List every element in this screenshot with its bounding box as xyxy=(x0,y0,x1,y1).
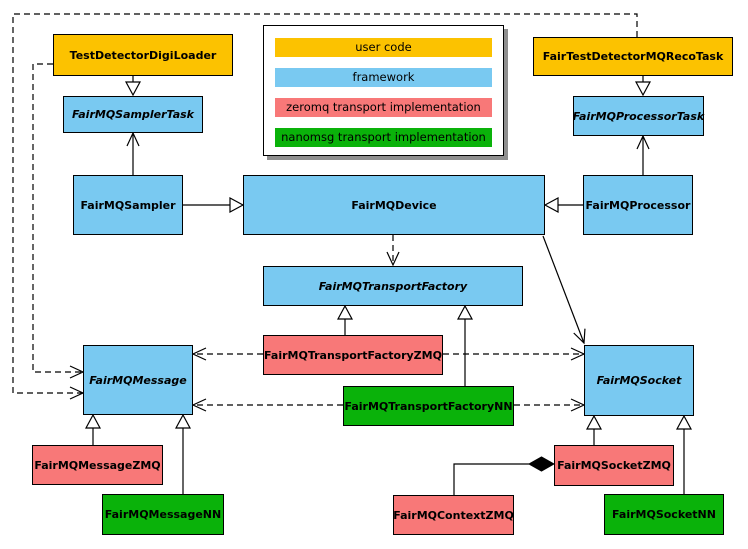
class-node-FairMQTransportFactory: FairMQTransportFactory xyxy=(263,266,523,306)
class-node-label: FairMQContextZMQ xyxy=(393,508,514,522)
class-node-FairMQSocketZMQ: FairMQSocketZMQ xyxy=(554,445,674,486)
class-node-label: FairMQSocketNN xyxy=(612,508,716,521)
class-node-FairMQSampler: FairMQSampler xyxy=(73,175,183,235)
class-node-label: FairMQSampler xyxy=(80,198,176,212)
class-node-FairMQSocket: FairMQSocket xyxy=(584,345,694,416)
edge-FairMQDevice-to-FairMQTransportFactory xyxy=(386,235,400,267)
class-node-label: FairMQMessageNN xyxy=(104,508,222,521)
edge-FairMQTransportFactoryZMQ-to-FairMQTransportFactory xyxy=(336,304,354,335)
class-node-FairMQMessageNN: FairMQMessageNN xyxy=(102,494,224,535)
edge-FairTestDetectorMQRecoTask-to-FairMQProcessorTask xyxy=(634,76,652,97)
edge-FairMQMessageNN-to-FairMQMessage xyxy=(174,413,192,494)
edge-FairMQSocketZMQ-to-FairMQSocket xyxy=(585,414,603,445)
edge-FairMQSampler-to-FairMQSamplerTask xyxy=(126,131,140,175)
class-node-TestDetectorDigiLoader: TestDetectorDigiLoader xyxy=(53,34,233,76)
legend-item-nanomsg: nanomsg transport implementation xyxy=(275,128,492,147)
class-node-FairMQProcessor: FairMQProcessor xyxy=(583,175,693,235)
class-node-label: FairMQProcessor xyxy=(585,198,691,212)
edge-FairMQSocketNN-to-FairMQSocket xyxy=(675,414,693,494)
class-node-FairMQContextZMQ: FairMQContextZMQ xyxy=(393,495,514,535)
class-node-FairMQMessage: FairMQMessage xyxy=(83,345,193,415)
class-node-label: FairMQTransportFactoryZMQ xyxy=(264,348,442,362)
class-node-label: FairMQTransportFactory xyxy=(318,279,468,293)
legend-item-user_code: user code xyxy=(275,38,492,57)
legend-item-framework: framework xyxy=(275,68,492,87)
class-node-label: FairMQSamplerTask xyxy=(72,108,194,121)
class-node-FairMQMessageZMQ: FairMQMessageZMQ xyxy=(32,445,163,485)
class-node-label: FairMQMessage xyxy=(89,373,187,387)
edge-FairMQTransportFactoryNN-to-FairMQMessage xyxy=(191,398,343,412)
class-node-label: FairMQSocketZMQ xyxy=(557,459,671,472)
class-node-FairMQProcessorTask: FairMQProcessorTask xyxy=(573,96,704,136)
class-node-FairTestDetectorMQRecoTask: FairTestDetectorMQRecoTask xyxy=(533,37,733,76)
class-node-label: FairMQSocket xyxy=(596,374,682,387)
edge-FairMQTransportFactoryZMQ-to-FairMQSocket xyxy=(443,347,586,361)
edge-FairMQTransportFactoryNN-to-FairMQSocket xyxy=(514,398,586,412)
edge-FairMQContextZMQ-to-FairMQSocketZMQ xyxy=(453,456,556,495)
legend-item-zeromq: zeromq transport implementation xyxy=(275,98,492,117)
class-node-label: FairTestDetectorMQRecoTask xyxy=(542,50,724,63)
class-node-FairMQDevice: FairMQDevice xyxy=(243,175,545,235)
class-node-FairMQTransportFactoryZMQ: FairMQTransportFactoryZMQ xyxy=(263,335,443,375)
edge-FairMQTransportFactoryZMQ-to-FairMQMessage xyxy=(191,347,263,361)
legend-box: user code framework zeromq transport imple… xyxy=(263,25,504,156)
class-node-label: FairMQDevice xyxy=(351,198,437,212)
class-node-FairMQSamplerTask: FairMQSamplerTask xyxy=(63,96,203,133)
edge-FairMQTransportFactoryNN-to-FairMQTransportFactory xyxy=(456,304,474,386)
class-node-FairMQTransportFactoryNN: FairMQTransportFactoryNN xyxy=(343,386,514,426)
class-node-label: FairMQMessageZMQ xyxy=(34,458,161,472)
edge-FairMQMessageZMQ-to-FairMQMessage xyxy=(84,413,102,445)
edge-FairMQDevice-to-FairMQSocket xyxy=(542,235,586,345)
class-node-label: FairMQProcessorTask xyxy=(572,109,705,123)
edge-FairMQProcessor-to-FairMQDevice xyxy=(543,196,583,214)
edge-FairMQSampler-to-FairMQDevice xyxy=(183,196,245,214)
edge-TestDetectorDigiLoader-to-FairMQSamplerTask xyxy=(124,76,142,97)
class-node-label: TestDetectorDigiLoader xyxy=(69,48,217,62)
edge-FairMQProcessor-to-FairMQProcessorTask xyxy=(636,134,650,175)
class-node-FairMQSocketNN: FairMQSocketNN xyxy=(604,494,724,535)
class-node-label: FairMQTransportFactoryNN xyxy=(344,399,513,413)
